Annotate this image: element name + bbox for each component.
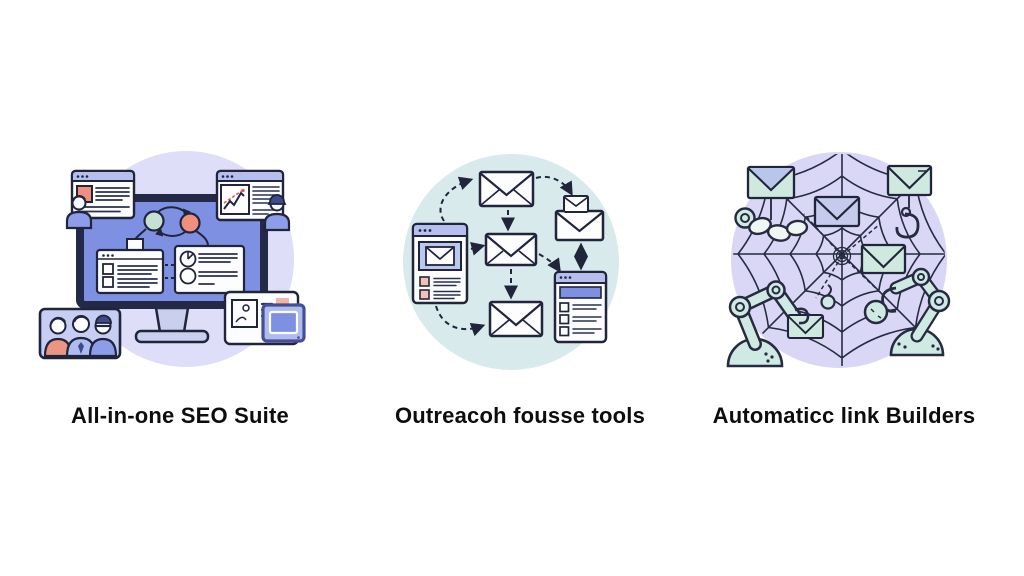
media-card-icon: [223, 290, 306, 346]
checklist-card-icon: [95, 238, 165, 295]
robot-arm-icon: [863, 267, 951, 357]
dashed-arrow-icon: [435, 175, 588, 337]
feature-caption-link-builders: Automaticc link Builders: [712, 403, 976, 428]
analytics-chart-icon: [220, 184, 250, 215]
envelope-icon: [786, 307, 825, 340]
dashed-connector: [165, 264, 174, 279]
robot-arm-icon: [726, 280, 802, 368]
feature-caption-seo-suite: All-in-one SEO Suite: [71, 403, 289, 428]
feature-illustration-link-builders: [700, 150, 980, 380]
chain-link-icon: [734, 207, 809, 242]
person-avatar-icon: [263, 194, 291, 232]
feature-illustration-outreach-tools: [380, 150, 640, 380]
feature-illustration-seo-suite: [30, 140, 330, 380]
envelope-icon: [746, 164, 933, 275]
report-card-icon: [173, 244, 246, 295]
email-browser-icon: [411, 222, 469, 305]
hook-charm-icon: [820, 284, 836, 310]
claw-hook-icon: [794, 307, 810, 325]
weight-ball-icon: [863, 299, 889, 325]
feature-caption-outreach-tools: Outreacoh fousse tools: [394, 403, 646, 428]
team-card-icon: [38, 307, 122, 360]
browser-window-icon: [70, 169, 136, 220]
envelope-icon: [478, 170, 605, 338]
hook-icon: [895, 206, 920, 239]
person-avatar-icon: [65, 195, 93, 230]
email-list-card-icon: [553, 270, 608, 344]
tablet-icon: [261, 303, 306, 343]
spider-web-center: [832, 246, 852, 266]
analytics-browser-icon: [215, 169, 285, 222]
